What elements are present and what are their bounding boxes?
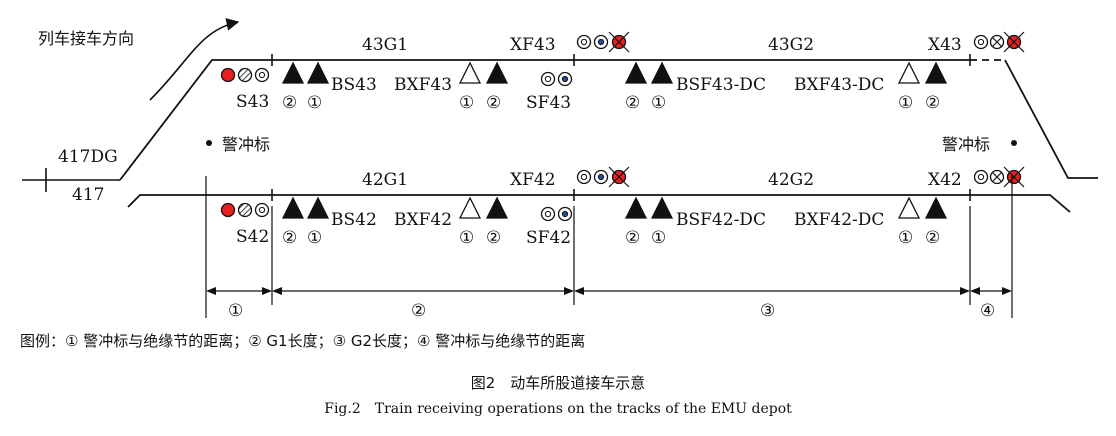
x-red-lamp-cross [1003, 166, 1025, 188]
end-signal-label: X42 [928, 170, 962, 190]
sf-white-lamp-core [544, 210, 552, 218]
track-section-g1-label: 42G1 [362, 170, 408, 190]
track-section-g2-label: 42G2 [768, 170, 814, 190]
bxf-dc-signal-label: BXF42-DC [794, 210, 884, 230]
circled-two: ② [925, 93, 940, 113]
start-signal-label: S42 [236, 227, 269, 247]
circled-one: ① [898, 93, 913, 113]
block-marker-1 [306, 196, 330, 219]
circled-one: ① [651, 228, 666, 248]
block-marker-2 [281, 196, 305, 219]
signal-hatched-lamp [237, 67, 253, 83]
end-signal-label: X43 [928, 35, 962, 55]
x-red-lamp-cross [1003, 31, 1025, 53]
track-42-line [127, 194, 1071, 213]
circled-two: ② [625, 93, 640, 113]
xf-blue-lamp-core [597, 38, 605, 46]
bxf-dc-marker-2 [924, 196, 948, 219]
xf-blue-lamp-core [597, 173, 605, 181]
bsf-marker-2 [624, 196, 648, 219]
bxf-dc-marker-1 [897, 196, 921, 219]
bxf-marker-2 [485, 61, 509, 84]
fouling-post-right-dot [1011, 140, 1017, 146]
xf-red-lamp-cross [608, 31, 630, 53]
circled-two: ② [625, 228, 640, 248]
fouling-post-left-dot [206, 140, 212, 146]
circled-two: ② [282, 228, 297, 248]
direction-arrow [149, 18, 240, 101]
sf-blue-lamp-core [561, 75, 569, 83]
fouling-post-right-label: 警冲标 [942, 135, 990, 154]
fouling-post-left-label: 警冲标 [222, 135, 270, 154]
block-marker-2 [281, 61, 305, 84]
circled-one: ① [898, 228, 913, 248]
x-crossed-lamp-cross [992, 172, 1002, 182]
circled-one: ① [459, 228, 474, 248]
bxf-dc-marker-2 [924, 61, 948, 84]
xf-white-lamp-core [580, 38, 588, 46]
x-white-lamp-core [977, 38, 985, 46]
direction-label: 列车接车方向 [38, 29, 134, 48]
signal-white-lamp-core [258, 206, 266, 214]
dimension-lines [205, 176, 1013, 318]
bxf-signal-label: BXF42 [394, 210, 452, 230]
bxf-signal-label: BXF43 [394, 75, 452, 95]
circled-one: ① [307, 93, 322, 113]
xf-signal-label: XF43 [510, 35, 556, 55]
sf-blue-lamp-core [561, 210, 569, 218]
bsf-marker-1 [650, 196, 674, 219]
signal-red-lamp [220, 67, 236, 83]
bsf-signal-label: BSF43-DC [676, 75, 766, 95]
approach-upper-label: 417DG [58, 147, 118, 167]
caption-english: Fig.2 Train receiving operations on the … [324, 401, 792, 417]
x-white-lamp-core [977, 173, 985, 181]
bsf-signal-label: BSF42-DC [676, 210, 766, 230]
caption-chinese: 图2 动车所股道接车示意 [470, 374, 646, 392]
start-signal-label: S43 [236, 92, 269, 112]
approach-lower-label: 417 [72, 185, 104, 205]
sf-signal-label: SF43 [526, 93, 571, 113]
xf-signal-label: XF42 [510, 170, 556, 190]
circled-two: ② [486, 228, 501, 248]
dimension-label-1: ① [228, 301, 243, 321]
track-43-exit [1004, 59, 1098, 179]
track-section-g2-label: 43G2 [768, 35, 814, 55]
bxf-dc-marker-1 [897, 61, 921, 84]
circled-two: ② [486, 93, 501, 113]
bxf-marker-2 [485, 196, 509, 219]
signal-red-lamp [220, 202, 236, 218]
block-signal-label: BS43 [331, 75, 377, 95]
legend: 图例：① 警冲标与绝缘节的距离；② G1长度；③ G2长度；④ 警冲标与绝缘节的… [20, 332, 586, 350]
bsf-marker-1 [650, 61, 674, 84]
signal-white-lamp-core [258, 71, 266, 79]
circled-one: ① [307, 228, 322, 248]
signal-hatched-lamp [237, 202, 253, 218]
bsf-marker-2 [624, 61, 648, 84]
track-43-line [119, 59, 970, 181]
bxf-dc-signal-label: BXF43-DC [794, 75, 884, 95]
block-signal-label: BS42 [331, 210, 377, 230]
circled-one: ① [651, 93, 666, 113]
circled-two: ② [925, 228, 940, 248]
x-crossed-lamp-cross [992, 37, 1002, 47]
bxf-marker-1 [458, 196, 482, 219]
circled-one: ① [459, 93, 474, 113]
dimension-label-3: ③ [760, 301, 775, 321]
bxf-marker-1 [458, 61, 482, 84]
block-marker-1 [306, 61, 330, 84]
xf-red-lamp-cross [608, 166, 630, 188]
circled-two: ② [282, 93, 297, 113]
xf-white-lamp-core [580, 173, 588, 181]
track-section-g1-label: 43G1 [362, 35, 408, 55]
dimension-label-2: ② [411, 301, 426, 321]
sf-signal-label: SF42 [526, 228, 571, 248]
dimension-label-4: ④ [980, 301, 995, 321]
sf-white-lamp-core [544, 75, 552, 83]
